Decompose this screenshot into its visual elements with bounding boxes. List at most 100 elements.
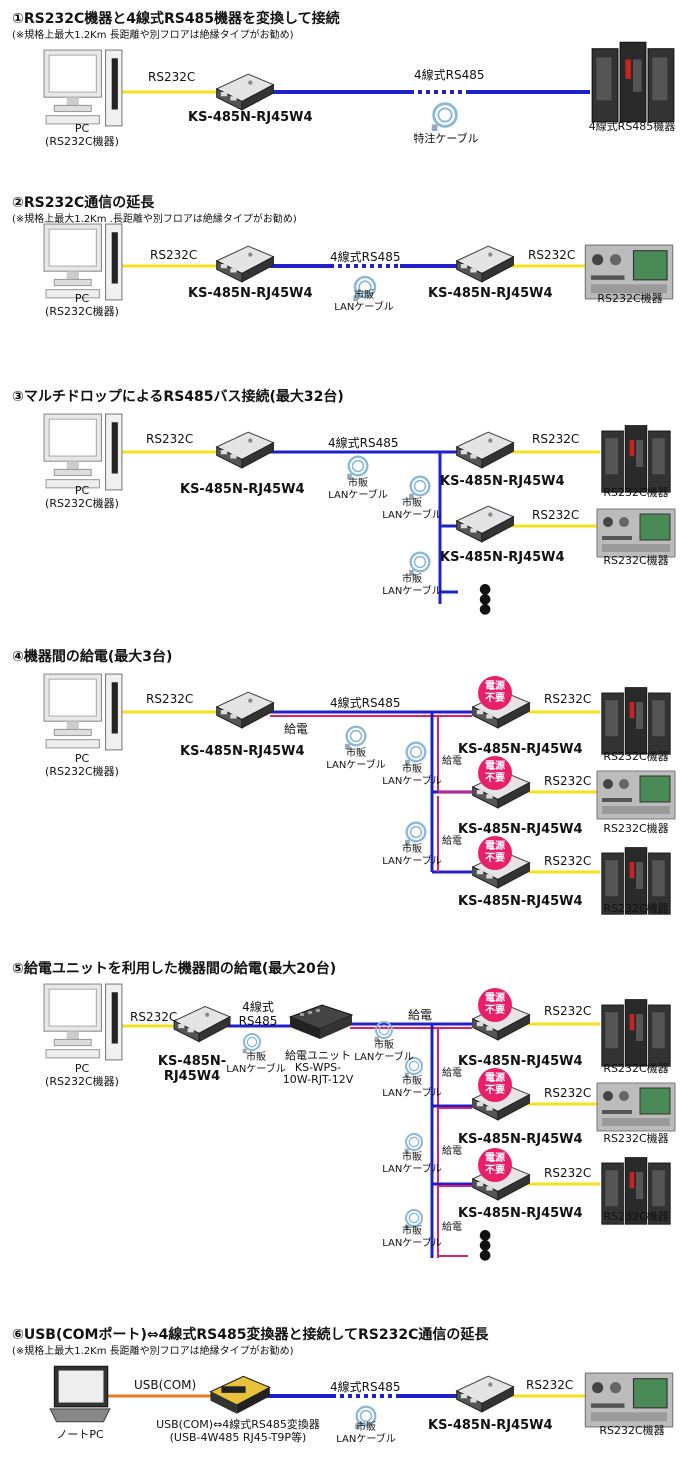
rs485-label: 4線式RS485: [328, 436, 399, 450]
lan-cable-icon: [373, 1021, 393, 1042]
section-title: ⑤給電ユニットを利用した機器間の給電(最大20台): [12, 961, 337, 977]
device-label: RS232C機器: [603, 1062, 669, 1075]
power-label: 給電: [442, 756, 462, 767]
section-title: ①RS232C機器と4線式RS485機器を変換して接続: [12, 11, 340, 27]
diagram-2: [43, 223, 674, 302]
no-power-badge: 電源 不要: [478, 1148, 512, 1182]
device-label: RS232C機器: [603, 902, 669, 915]
rs232c-label: RS232C: [532, 508, 580, 522]
section-title: ③マルチドロップによるRS485バス接続(最大32台): [12, 389, 344, 405]
rs485-label: 4線式RS485: [330, 696, 401, 710]
rs232c-label: RS232C: [544, 1004, 592, 1018]
rs232c-label: RS232C: [150, 248, 198, 262]
section-3: ③マルチドロップによるRS485バス接続(最大32台) RS232C 4線式RS…: [0, 386, 700, 626]
no-power-badge: 電源 不要: [478, 1068, 512, 1102]
diagram-5: [43, 983, 676, 1258]
usb-converter-icon: [209, 1375, 271, 1415]
pc-label: PC(RS232C機器): [45, 122, 119, 148]
pc-icon: [43, 413, 123, 491]
section-title: ④機器間の給電(最大3台): [12, 649, 173, 665]
section-6: ⑥USB(COMポート)⇔4線式RS485変換器と接続してRS232C通信の延長…: [0, 1324, 700, 1464]
converter-label: KS-485N-RJ45W4: [428, 286, 553, 301]
lan-cable-icon: [403, 741, 427, 766]
lan-cable-icon: [403, 821, 427, 846]
device-label: 4線式RS485機器: [588, 120, 676, 133]
converter-icon: [216, 431, 274, 469]
pc-icon: [43, 673, 123, 751]
section-5: ⑤給電ユニットを利用した機器間の給電(最大20台) 電源 不要 電源 不要 電源…: [0, 958, 700, 1278]
power-label: 給電: [408, 1008, 433, 1022]
converter-icon: [456, 431, 514, 469]
device-label: RS232C機器: [603, 1210, 669, 1223]
device-label: RS232C機器: [603, 486, 669, 499]
diagram-1: [43, 41, 675, 132]
rs232c-device-icon: [596, 508, 676, 558]
converter-label: KS-485N-RJ45W4: [157, 1054, 227, 1084]
converter-icon: [456, 245, 514, 283]
rs232c-label: RS232C: [544, 774, 592, 788]
converter-label: KS-485N-RJ45W4: [440, 474, 565, 489]
no-power-badge: 電源 不要: [478, 836, 512, 870]
lan-cable-icon: [403, 1133, 423, 1154]
rs232c-label: RS232C: [526, 1378, 574, 1392]
rs485-label: 4線式RS485: [330, 250, 401, 264]
converter-icon: [216, 73, 274, 111]
rs232c-label: RS232C: [544, 1086, 592, 1100]
device-label: RS232C機器: [603, 1132, 669, 1145]
usb-converter-label: USB(COM)⇔4線式RS485変換器(USB-4W485 RJ45-T9P等…: [156, 1418, 320, 1444]
rs232c-device-icon: [596, 770, 676, 820]
pc-icon: [43, 983, 123, 1061]
converter-label: KS-485N-RJ45W4: [458, 1132, 583, 1147]
lan-cable-icon: [241, 1033, 261, 1054]
pc-label: PC(RS232C機器): [45, 292, 119, 318]
notebook-pc-icon: [49, 1365, 111, 1423]
special-cable-label: 特注ケーブル: [413, 132, 479, 145]
lan-cable-icon: [343, 725, 367, 750]
rs232c-label: RS232C: [528, 248, 576, 262]
rs232c-label: RS232C: [544, 854, 592, 868]
continuation-dots: ●●●: [479, 581, 492, 617]
section-note: (※規格上最大1.2Km 長距離や別フロアは絶縁タイプがお勧め): [12, 30, 294, 41]
device-label: RS232C機器: [597, 292, 663, 305]
device-label: RS232C機器: [599, 1424, 665, 1437]
pc-label: PC(RS232C機器): [45, 1062, 119, 1088]
rs232c-device-icon: [601, 999, 671, 1067]
rs485-device-icon: [591, 41, 675, 123]
rs485-label: 4線式RS485: [330, 1380, 401, 1394]
special-cable-icon: [430, 102, 458, 132]
rs232c-device-icon: [584, 244, 674, 300]
device-label: RS232C機器: [603, 750, 669, 763]
converter-label: KS-485N-RJ45W4: [180, 482, 305, 497]
power-label: 給電: [284, 722, 309, 736]
notebook-label: ノートPC: [56, 1428, 104, 1441]
rs232c-device-icon: [596, 1082, 676, 1132]
pc-label: PC(RS232C機器): [45, 484, 119, 510]
pc-icon: [43, 223, 123, 301]
power-label: 給電: [442, 1222, 462, 1233]
device-label: RS232C機器: [603, 554, 669, 567]
section-note: (※規格上最大1.2Km .長距離や別フロアは絶縁タイプがお勧め): [12, 214, 297, 225]
rs485-label: 4線式RS485: [414, 68, 485, 82]
power-label: 給電: [442, 1146, 462, 1157]
diagram-3: [43, 413, 676, 604]
converter-icon: [456, 505, 514, 543]
no-power-badge: 電源 不要: [478, 676, 512, 710]
converter-label: KS-485N-RJ45W4: [428, 1418, 553, 1433]
power-label: 給電: [442, 836, 462, 847]
converter-label: KS-485N-RJ45W4: [458, 822, 583, 837]
no-power-badge: 電源 不要: [478, 756, 512, 790]
lan-cable-icon: [407, 551, 431, 576]
section-title: ⑥USB(COMポート)⇔4線式RS485変換器と接続してRS232C通信の延長: [12, 1327, 489, 1343]
continuation-dots: ●●●: [479, 1227, 492, 1263]
converter-icon: [173, 1005, 231, 1043]
pc-icon: [43, 49, 123, 127]
